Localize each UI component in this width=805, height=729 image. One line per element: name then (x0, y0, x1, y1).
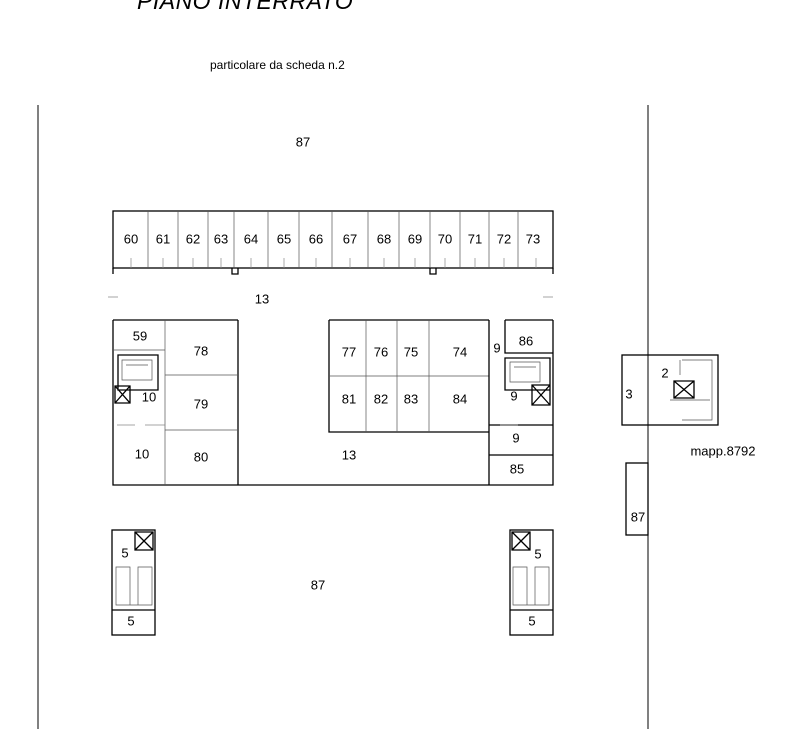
unit-76: 76 (374, 344, 388, 359)
garage-label: 65 (277, 231, 291, 246)
stair-9: 9 (510, 388, 517, 403)
garage-label: 69 (408, 231, 422, 246)
unit-74: 74 (453, 344, 467, 359)
plan-title: PIANO INTERRATO (137, 0, 354, 14)
unit-78: 78 (194, 343, 208, 358)
unit-77: 77 (342, 344, 356, 359)
garage-label: 66 (309, 231, 323, 246)
garage-label: 73 (526, 231, 540, 246)
area-87-small: 87 (631, 509, 645, 524)
unit-86: 86 (519, 333, 533, 348)
stair-5-right-top: 5 (534, 546, 541, 561)
corridor-9: 9 (493, 340, 500, 355)
garage-label: 61 (156, 231, 170, 246)
garage-label: 71 (468, 231, 482, 246)
corridor-13-top: 13 (255, 291, 269, 306)
unit-82: 82 (374, 391, 388, 406)
stair-core-left (111, 529, 156, 636)
garage-row (112, 210, 554, 275)
unit-75: 75 (404, 344, 418, 359)
plan-subtitle: particolare da scheda n.2 (210, 58, 345, 72)
garage-label: 70 (438, 231, 452, 246)
area-10: 10 (135, 446, 149, 461)
lobby-9: 9 (512, 430, 519, 445)
unit-79: 79 (194, 396, 208, 411)
garage-label: 68 (377, 231, 391, 246)
right-building (621, 354, 719, 536)
unit-83: 83 (404, 391, 418, 406)
stair-5-right-bottom: 5 (528, 613, 535, 628)
stair-5-left-top: 5 (121, 545, 128, 560)
lower-building (112, 319, 554, 486)
unit-85: 85 (510, 461, 524, 476)
unit-3: 3 (625, 386, 632, 401)
stair-10: 10 (142, 389, 156, 404)
unit-84: 84 (453, 391, 467, 406)
unit-59: 59 (133, 328, 147, 343)
area-87-top: 87 (296, 134, 310, 149)
garage-label: 63 (214, 231, 228, 246)
stair-core-right (509, 529, 554, 636)
mapp-label: mapp.8792 (690, 443, 755, 458)
stair-5-left-bottom: 5 (127, 613, 134, 628)
unit-80: 80 (194, 449, 208, 464)
garage-label: 62 (186, 231, 200, 246)
garage-label: 67 (343, 231, 357, 246)
garage-label: 64 (244, 231, 258, 246)
area-87-bottom: 87 (311, 577, 325, 592)
garage-label: 60 (124, 231, 138, 246)
unit-2: 2 (661, 365, 668, 380)
unit-81: 81 (342, 391, 356, 406)
garage-label: 72 (497, 231, 511, 246)
corridor-13-bottom: 13 (342, 447, 356, 462)
